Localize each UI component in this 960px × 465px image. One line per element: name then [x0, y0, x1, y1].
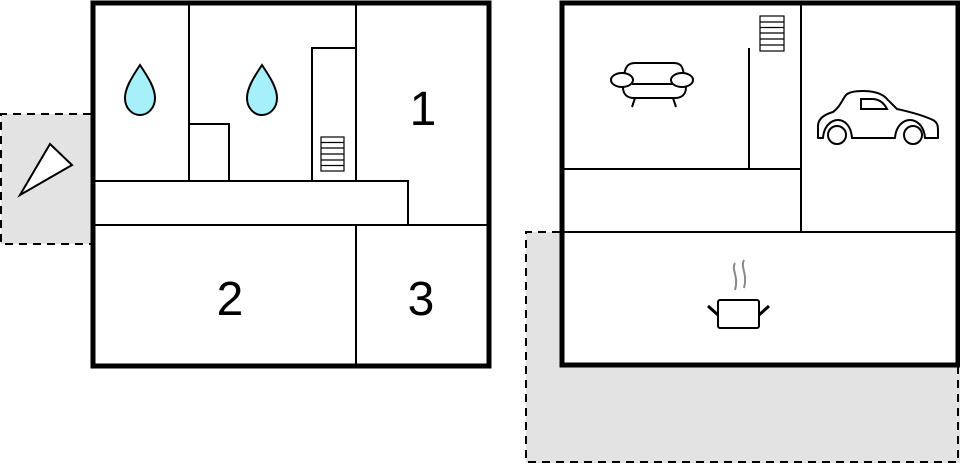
water-drop-icon	[123, 63, 157, 117]
water-drop-icon	[245, 63, 279, 117]
compass-pointer-icon	[17, 142, 74, 198]
room-3-label: 3	[408, 273, 435, 326]
stairs-icon	[759, 15, 785, 52]
room-2-label: 2	[217, 273, 244, 326]
car-icon	[817, 90, 939, 145]
cooking-pot-icon	[706, 259, 771, 329]
left-floor	[90, 0, 492, 369]
stairs-icon	[320, 136, 345, 172]
sofa-icon	[610, 62, 694, 108]
room-1-label: 1	[410, 83, 437, 136]
